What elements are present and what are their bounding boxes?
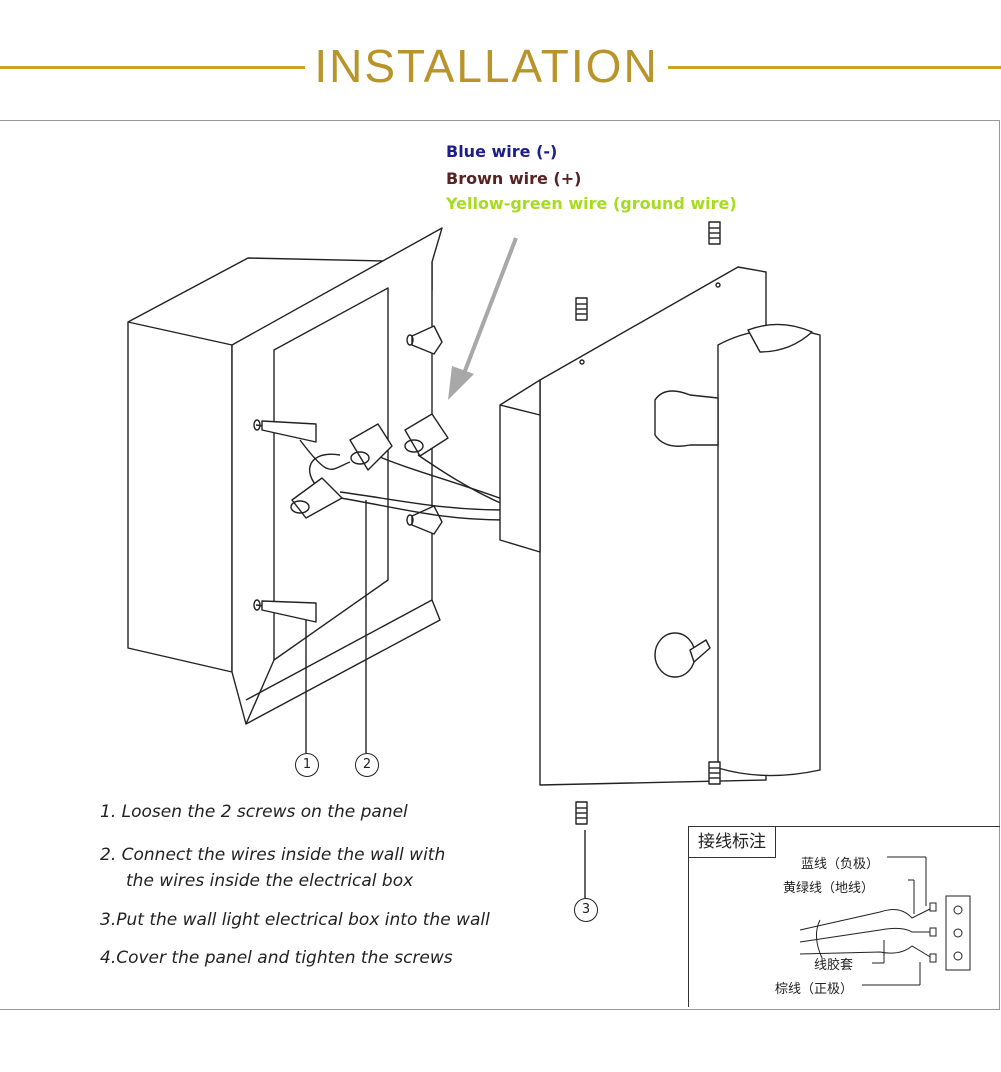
pointer-arrow [448, 237, 518, 400]
step-3: 3.Put the wall light electrical box into… [100, 910, 490, 930]
legend-wire-sheath: 线胶套 [814, 958, 854, 973]
legend-ground-wire: 黄绿线（地线） [783, 881, 875, 896]
callout-1: 1 [295, 753, 319, 777]
wire-nut [290, 477, 343, 519]
wire-nut [404, 413, 449, 457]
step-2-continued: the wires inside the electrical box [126, 871, 414, 891]
fixture-screw [708, 221, 721, 245]
legend-blue-wire: 蓝线（负极） [801, 857, 880, 872]
step-4: 4.Cover the panel and tighten the screws [100, 948, 453, 968]
page-title: INSTALLATION [314, 40, 659, 92]
legend-title: 接线标注 [689, 827, 776, 858]
label-blue-wire: Blue wire (-) [446, 142, 558, 161]
callout-3: 3 [574, 898, 598, 922]
diagram-frame [0, 120, 1000, 1010]
header-rule-right [668, 66, 1001, 69]
callout-2: 2 [355, 753, 379, 777]
step-2: 2. Connect the wires inside the wall wit… [100, 845, 446, 865]
legend-brown-wire: 棕线（正极） [775, 982, 854, 997]
label-brown-wire: Brown wire (+) [446, 169, 582, 188]
wall-screw [406, 325, 443, 355]
wiring-legend: 接线标注 蓝线（负极） 黄绿线（地线） 线胶套 棕线（正极） [688, 826, 1000, 1007]
light-fixture [499, 266, 821, 786]
step-1: 1. Loosen the 2 screws on the panel [100, 802, 408, 822]
label-ground-wire: Yellow-green wire (ground wire) [446, 194, 737, 213]
fixture-screw [575, 297, 588, 321]
fixture-screw [575, 801, 588, 825]
wire-nut [349, 423, 393, 471]
wiring-legend-drawing [799, 856, 971, 986]
wall-plate [231, 227, 443, 725]
fixture-screw [708, 761, 721, 785]
header-rule-left [0, 66, 305, 69]
wall-screw [253, 599, 317, 623]
wires [299, 439, 506, 521]
wall-screw [253, 419, 317, 443]
